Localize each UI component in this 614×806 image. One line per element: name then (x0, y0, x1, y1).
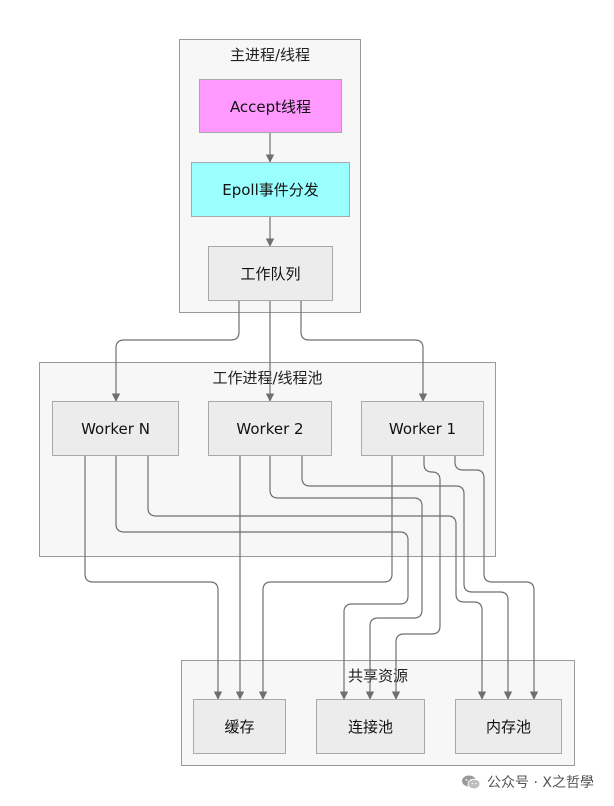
edge-worker-n-conn-pool (115, 456, 409, 700)
edge-queue-worker-1 (300, 301, 428, 402)
node-work-queue: 工作队列 (208, 246, 333, 301)
node-accept-thread: Accept线程 (199, 79, 342, 133)
edge-worker-2-conn-pool (269, 456, 423, 700)
watermark: 公众号 · X之哲學 (461, 772, 594, 792)
group-main-process-title: 主进程/线程 (229, 46, 311, 64)
edge-worker-n-cache (84, 456, 223, 700)
node-epoll-dispatch: Epoll事件分发 (191, 162, 350, 217)
node-connection-pool: 连接池 (316, 699, 425, 754)
group-worker-pool-title: 工作进程/线程池 (212, 369, 323, 387)
edge-worker-1-cache (258, 456, 393, 700)
node-worker-1: Worker 1 (361, 401, 484, 456)
group-shared-resources-title: 共享资源 (347, 667, 408, 685)
wechat-icon (462, 775, 481, 790)
node-memory-pool: 内存池 (455, 699, 562, 754)
edge-worker-2-mem-pool (301, 456, 513, 700)
watermark-text: 公众号 · X之哲學 (487, 775, 594, 791)
edge-worker-n-mem-pool (147, 456, 487, 700)
edge-worker-1-mem-pool (454, 456, 539, 700)
node-worker-2: Worker 2 (208, 401, 332, 456)
edge-queue-worker-n (111, 301, 240, 402)
node-worker-n: Worker N (52, 401, 179, 456)
edge-worker-1-conn-pool (391, 456, 441, 700)
node-cache: 缓存 (193, 699, 286, 754)
